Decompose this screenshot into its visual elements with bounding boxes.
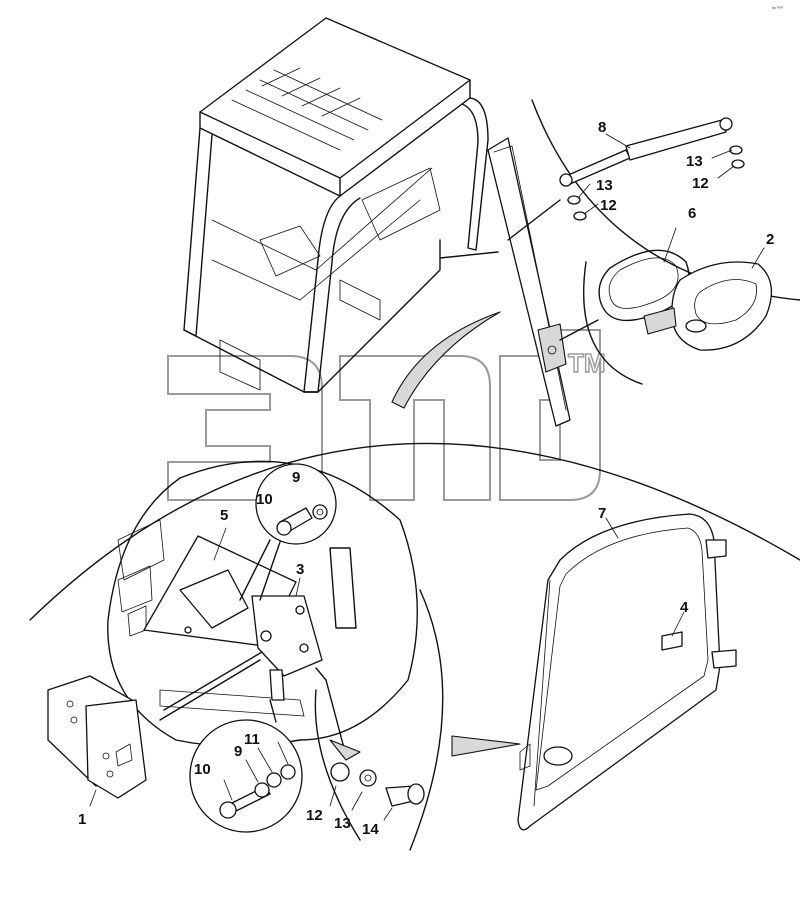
pointer-arrow-top	[391, 311, 501, 409]
handle-detail	[559, 227, 773, 385]
callout-14: 14	[362, 821, 379, 838]
callout-13-pin: 13	[334, 815, 351, 832]
callout-13-strut-left: 13	[596, 177, 613, 194]
detail-arc	[29, 442, 800, 621]
callout-1: 1	[78, 811, 86, 828]
callout-3: 3	[296, 561, 304, 578]
callout-9-lower: 9	[234, 743, 242, 760]
callout-12-pin: 12	[306, 807, 323, 824]
watermark-logo: TM	[167, 329, 606, 501]
callout-11: 11	[244, 731, 260, 748]
callout-10-upper: 10	[256, 491, 273, 508]
callout-labels: 8 13 12 13 12 6 2 9 10 5 3 7 4 1 11 9 10…	[78, 119, 774, 838]
callout-9-upper: 9	[292, 469, 300, 486]
callout-2: 2	[766, 231, 774, 248]
latch-detail-circle	[107, 460, 418, 747]
door-glass-part	[409, 513, 737, 851]
callout-12-strut-right: 12	[692, 175, 709, 192]
callout-10-lower: 10	[194, 761, 211, 778]
cab-door-open	[487, 137, 571, 427]
latch-bracket-part	[47, 675, 147, 807]
callout-6: 6	[688, 205, 696, 222]
callout-7: 7	[598, 505, 606, 522]
pin-kit-detail	[314, 667, 425, 841]
bolt-kit-detail	[189, 699, 303, 833]
corner-note: ᵇᵖ ⁰⁰⁰	[772, 6, 783, 12]
callout-4: 4	[680, 599, 689, 616]
callout-12-strut-left: 12	[600, 197, 617, 214]
pointer-line-bracket	[159, 659, 261, 721]
cab-frame	[183, 17, 499, 393]
callout-8: 8	[598, 119, 606, 136]
callout-5: 5	[220, 507, 228, 524]
callout-13-strut-right: 13	[686, 153, 703, 170]
